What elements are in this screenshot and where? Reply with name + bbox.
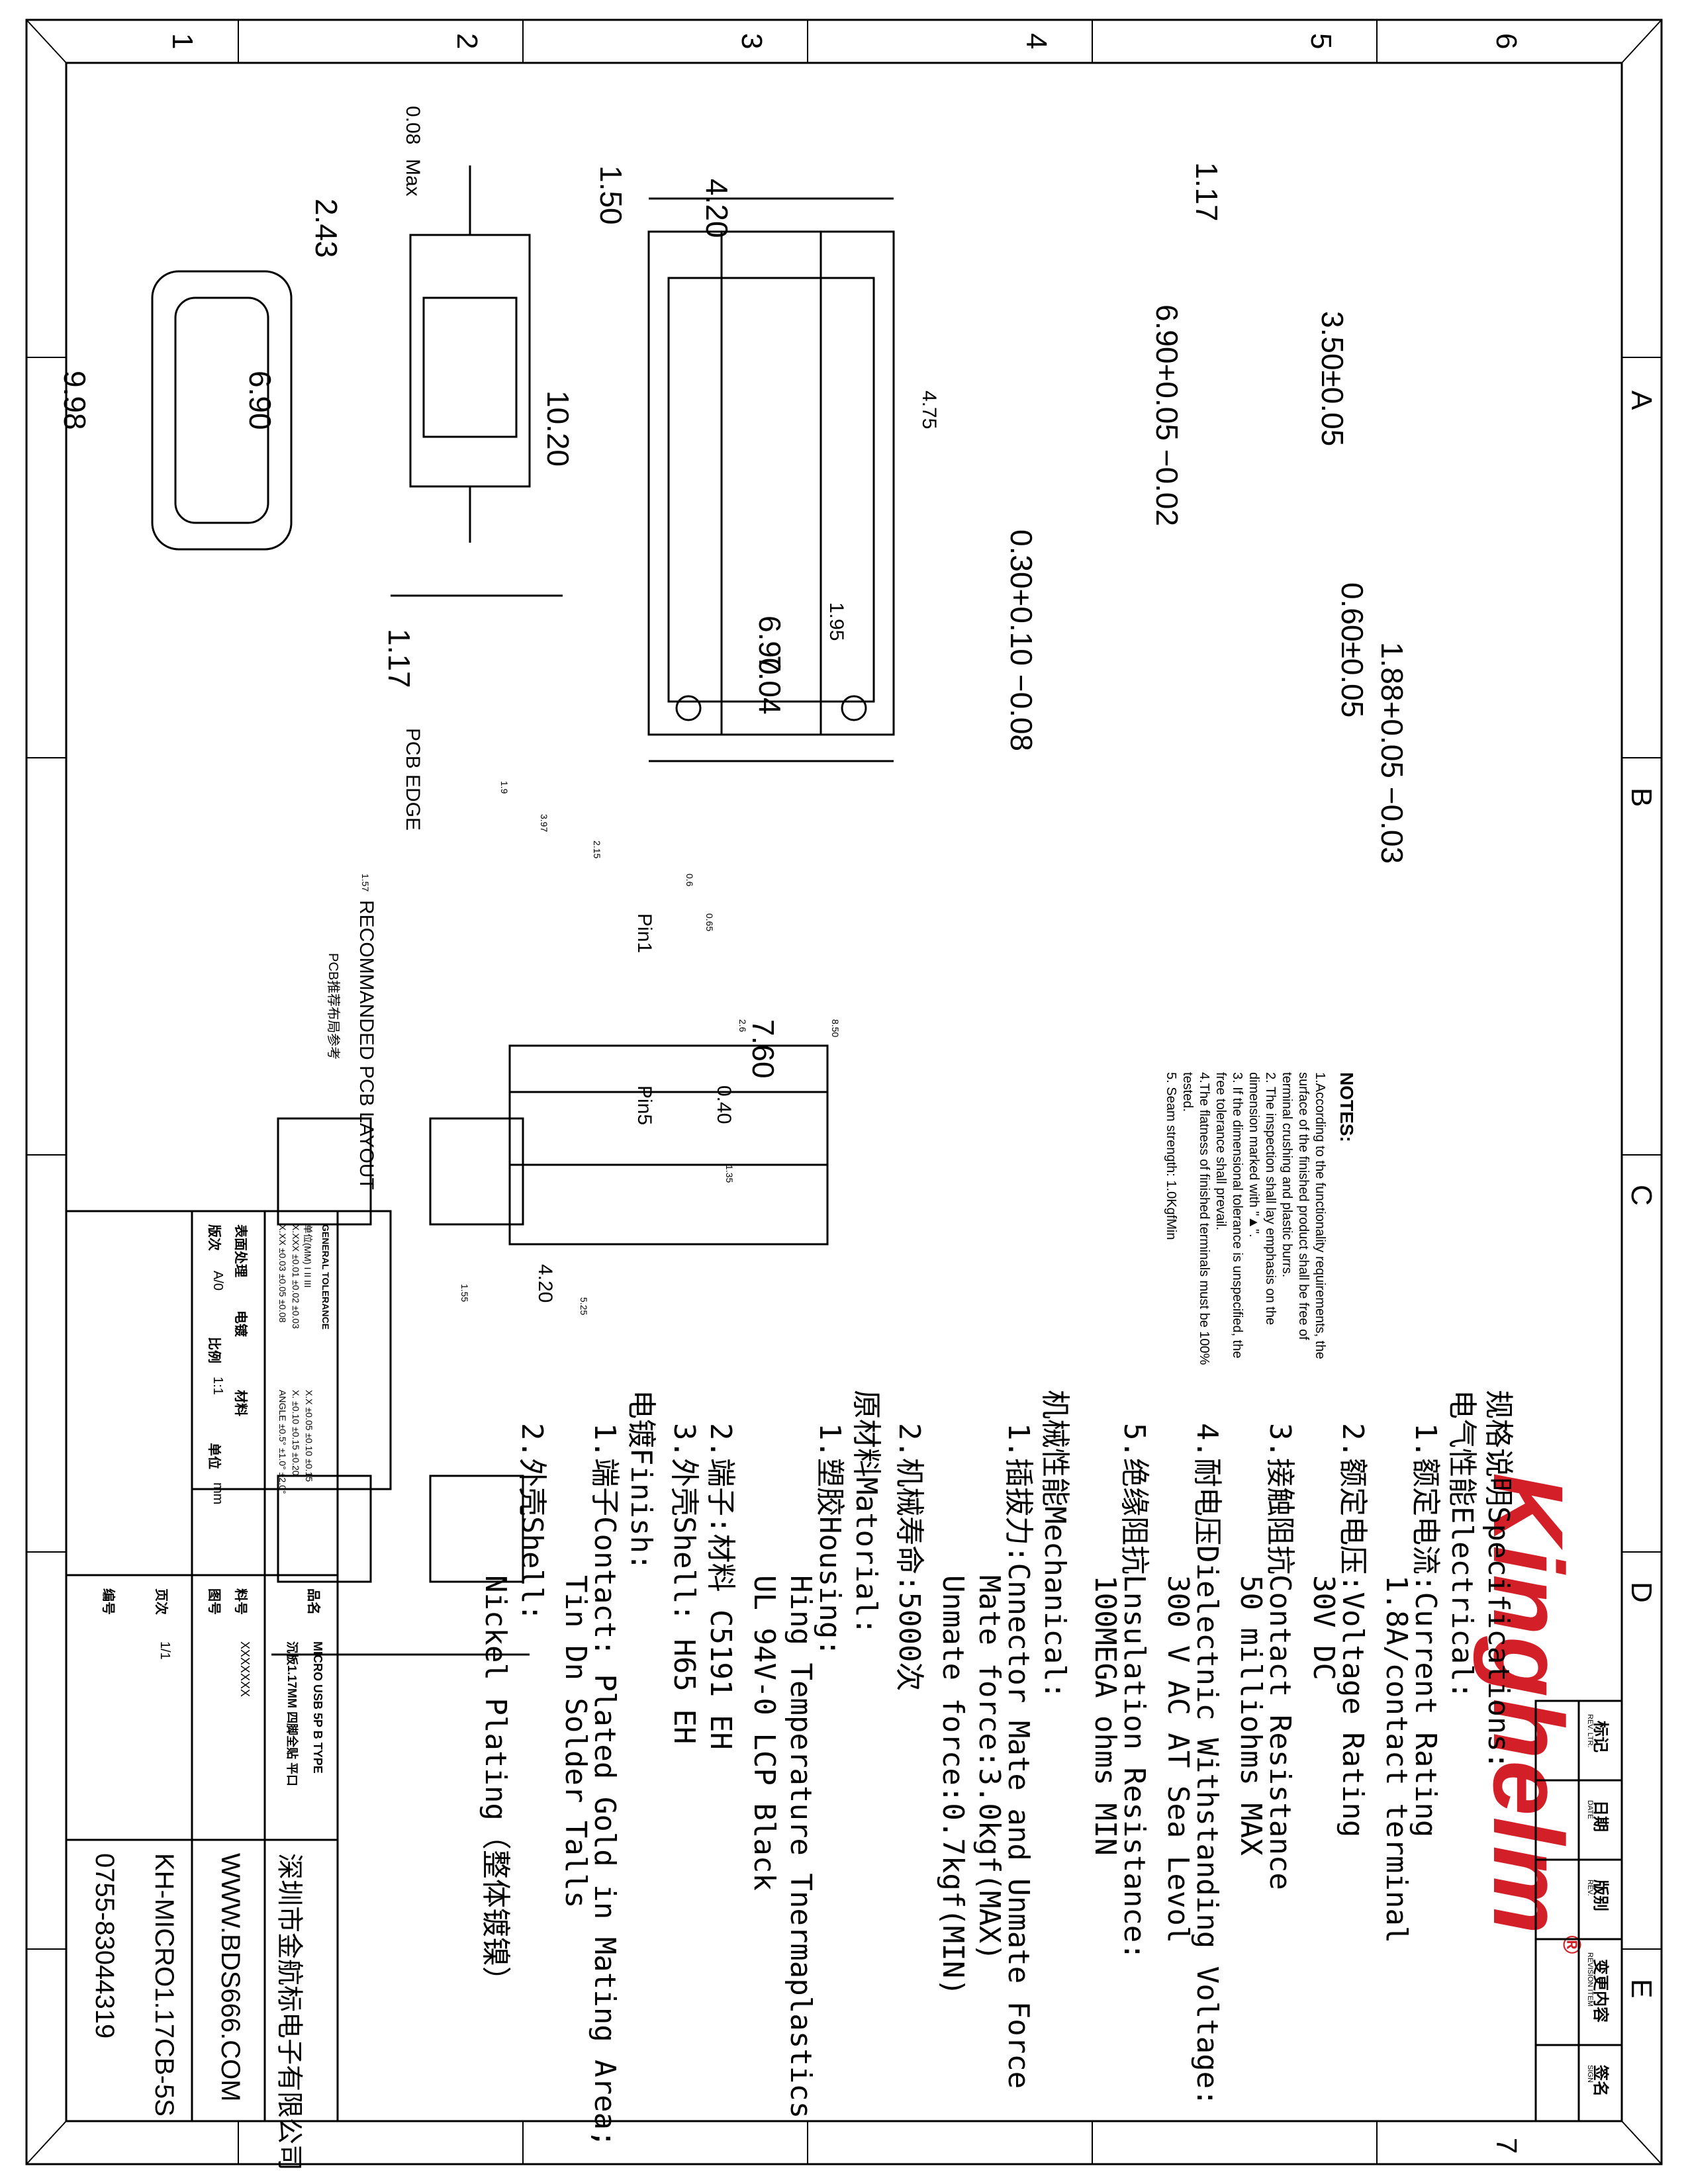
tol-row-2: X.XX ±0.03 ±0.05 ±0.08	[277, 1224, 288, 1323]
tb-label-version: 版次	[207, 1224, 221, 1251]
section-view	[508, 1044, 829, 1246]
end-view-cavity	[174, 296, 269, 524]
tb-label-plated: 电镀	[233, 1310, 248, 1337]
pcb-pad-2	[277, 1117, 372, 1226]
tb-title-line2: 沉板1.17MM 四脚全贴 平口	[285, 1641, 299, 1787]
tb-label-unit: 单位	[207, 1443, 221, 1469]
tb-label-scale: 比例	[207, 1337, 221, 1363]
tb-unit: mm	[211, 1482, 225, 1505]
tb-scale: 1:1	[211, 1377, 225, 1395]
pcb-pad-1	[429, 1117, 524, 1226]
front-view-shell	[667, 277, 875, 703]
tb-label-drawn: 图号	[207, 1588, 221, 1615]
pcb-pad-3	[429, 1475, 524, 1583]
tb-version: A/0	[211, 1271, 225, 1291]
tb-label-file-name: 编号	[101, 1588, 115, 1615]
tb-general-tolerance: GENERAL TOLERANCE	[320, 1224, 331, 1330]
tb-page: 1/1	[158, 1641, 172, 1660]
tb-part-no: XXXXXXX	[238, 1641, 252, 1698]
tb-label-part-no: 料号	[233, 1588, 248, 1615]
tb-company: 深圳市金航标电子有限公司	[275, 1853, 304, 2171]
tol-row-3: X.X ±0.05 ±0.10 ±0.15	[304, 1390, 314, 1482]
tb-label-title: 品名	[306, 1588, 320, 1615]
tol-row-4: X. ±0.10 ±0.15 ±0.20	[291, 1390, 301, 1476]
tb-label-page: 页次	[154, 1588, 168, 1615]
tb-label-surface: 表面处理	[233, 1224, 248, 1277]
tb-title-line1: MICRO USB 5P B TYPE	[311, 1641, 324, 1774]
tb-phone: 0755-83044319	[90, 1853, 119, 2039]
front-view-body	[647, 230, 895, 736]
tol-row-1: X.XXX ±0.01 ±0.02 ±0.03	[291, 1224, 301, 1329]
pcb-pad-4	[277, 1475, 372, 1583]
tol-row-0: 单位(MM) I II III	[303, 1224, 313, 1288]
end-view-body	[151, 270, 293, 551]
side-view-inner	[422, 296, 518, 438]
tol-row-5: ANGLE ±0.5° ±1.0° ±2.0°	[277, 1390, 288, 1494]
tb-label-material: 材料	[233, 1390, 248, 1416]
tb-website: WWW.BDS666.COM	[216, 1853, 245, 2102]
tb-model: KH-MICRO1.17CB-5S	[150, 1853, 179, 2116]
